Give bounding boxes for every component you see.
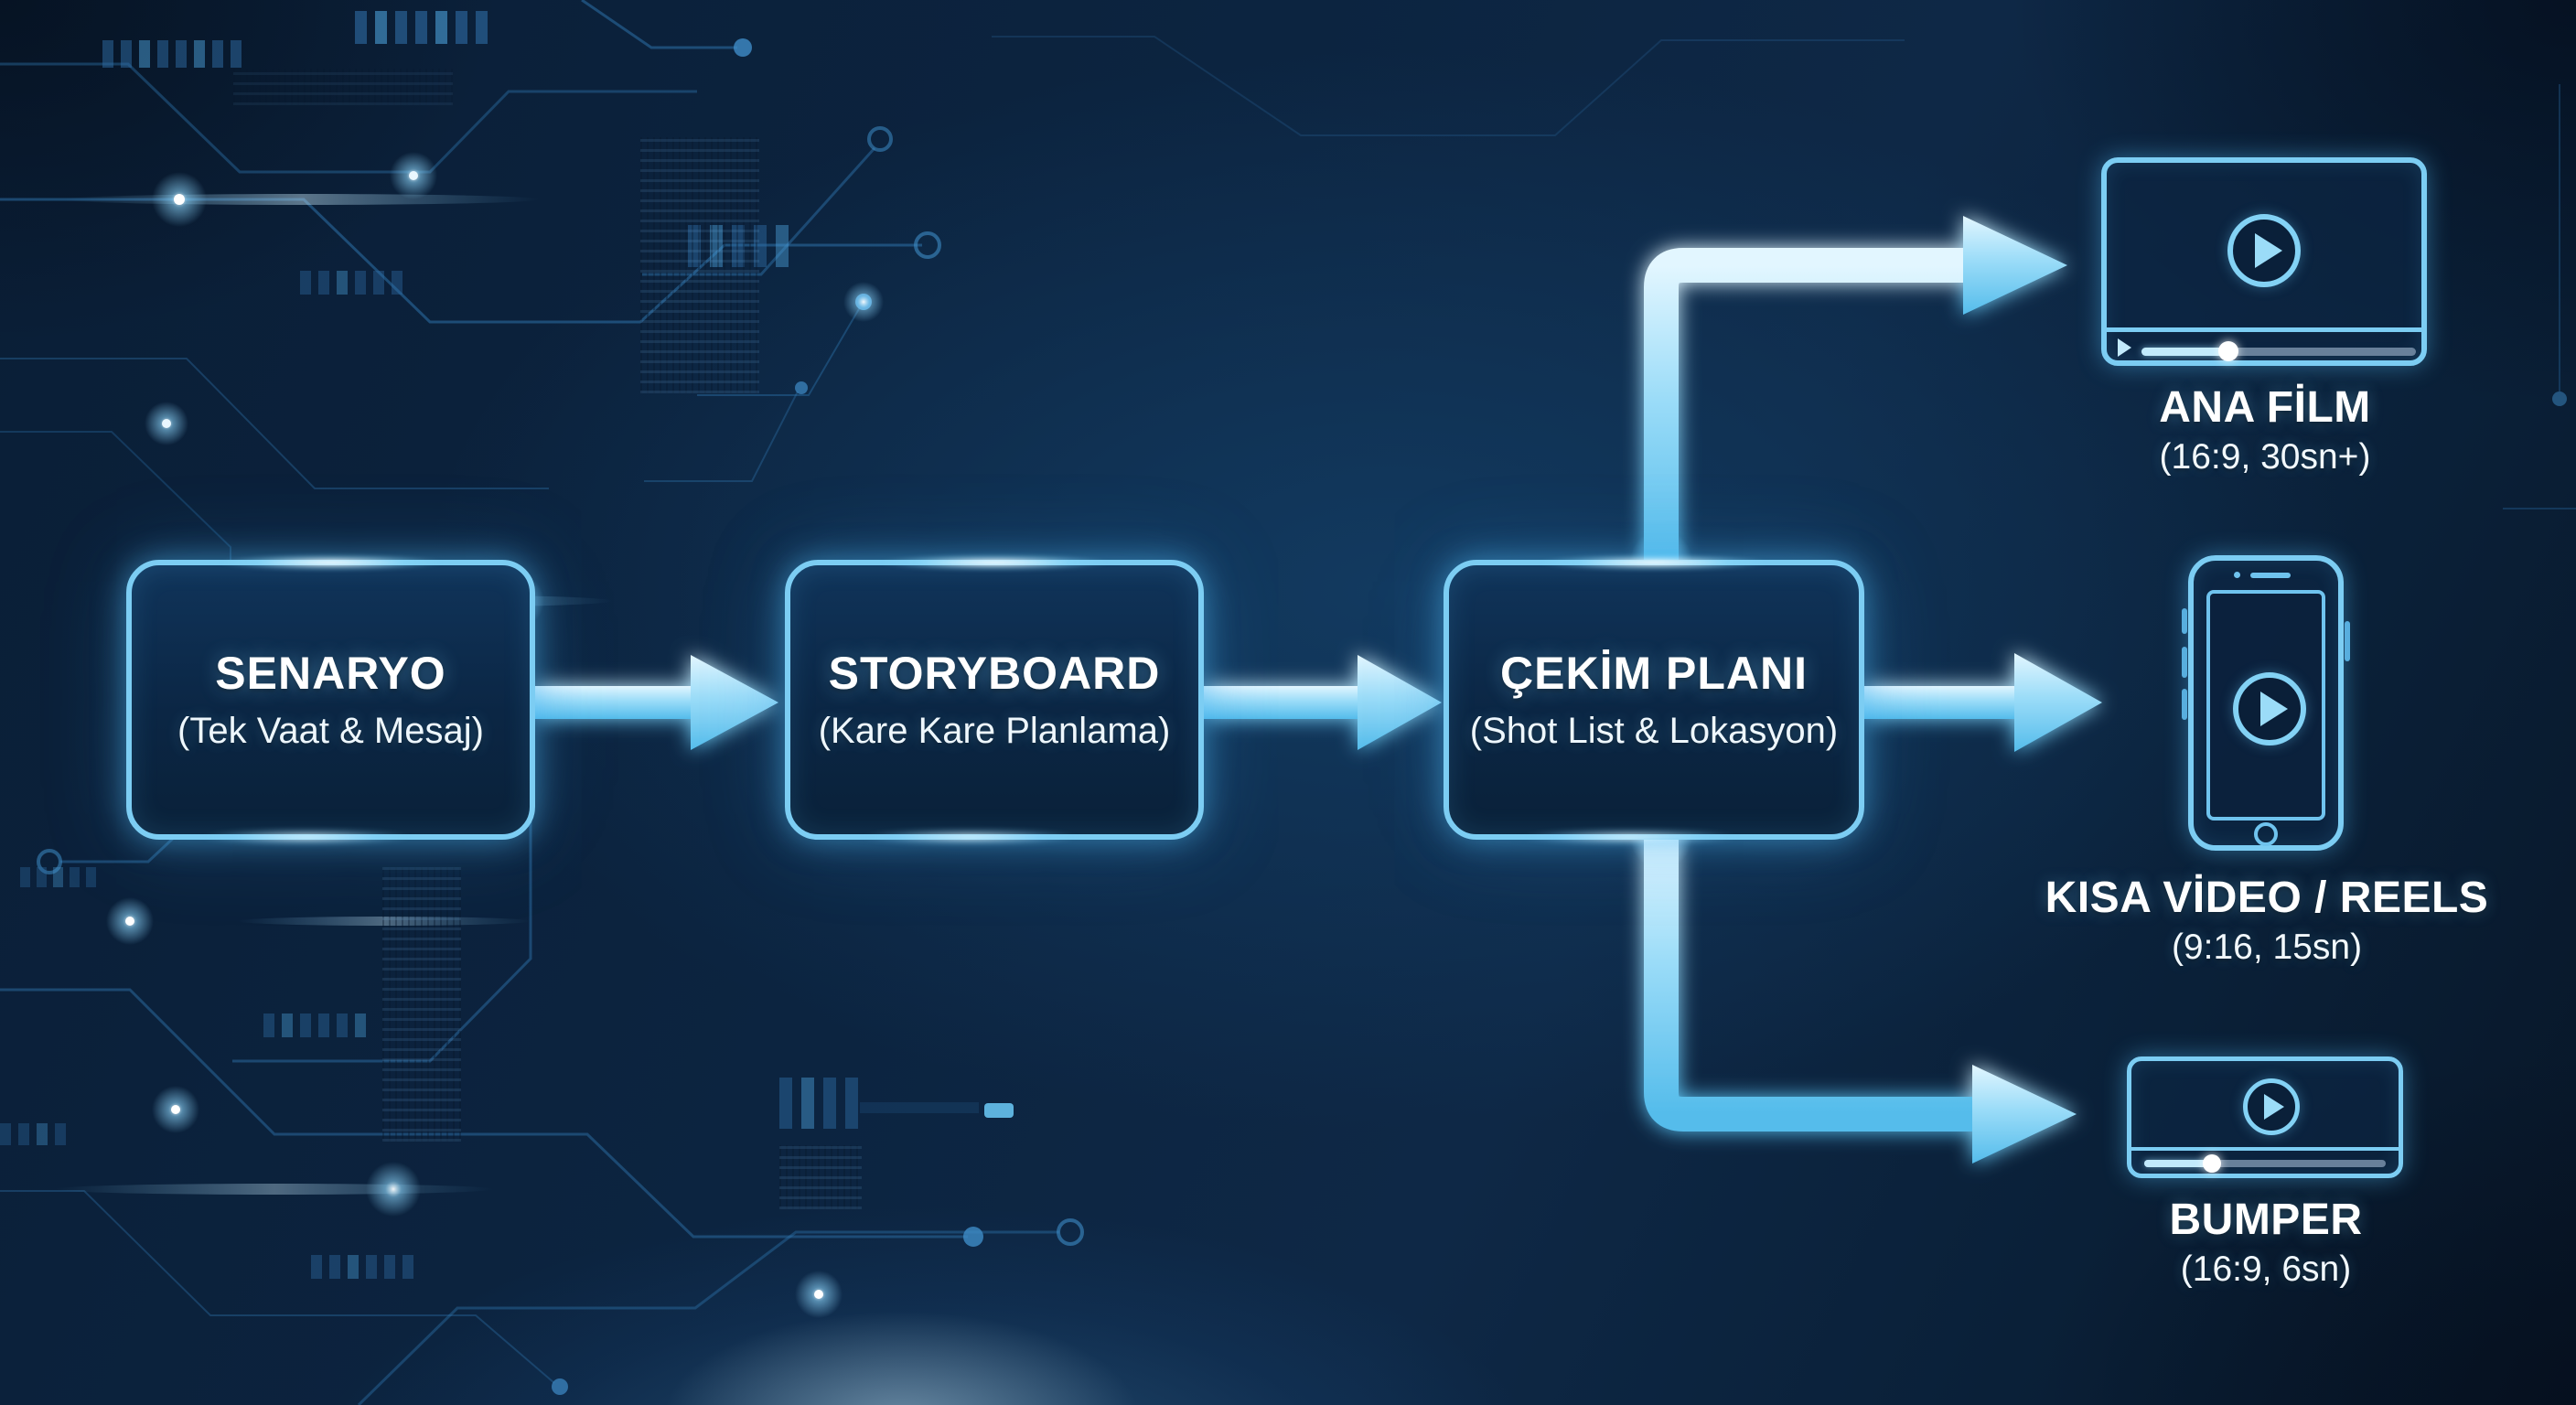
arrow-cekim-plani-to-ana-film [1644, 216, 2067, 563]
output-subtitle: (9:16, 15sn) [2171, 927, 2363, 967]
smartphone-icon [2182, 555, 2350, 851]
player-divider [2107, 327, 2421, 332]
play-button-icon [2233, 672, 2306, 745]
output-title: BUMPER [2169, 1196, 2363, 1244]
arrowhead-icon [691, 655, 778, 750]
play-triangle-icon [2260, 692, 2288, 726]
progress-knob [2218, 341, 2238, 361]
play-button-icon [2243, 1078, 2300, 1135]
progress-track [2144, 1160, 2386, 1167]
code-texture [640, 137, 759, 393]
progress-knob [2203, 1154, 2221, 1173]
progress-fill [2144, 1160, 2212, 1167]
play-triangle-icon [2255, 233, 2282, 268]
data-bar-blocks [0, 11, 1014, 1279]
mini-play-icon [2118, 338, 2131, 357]
play-triangle-icon [2264, 1094, 2284, 1120]
play-button-icon [2227, 214, 2301, 287]
video-player-small-icon [2127, 1056, 2403, 1178]
output-subtitle: (16:9, 6sn) [2180, 1249, 2352, 1289]
phone-home-button-icon [2254, 822, 2278, 846]
arrowhead-icon [1963, 216, 2067, 315]
video-player-icon [2101, 157, 2427, 366]
output-label-kisa-video: KISA VİDEO / REELS (9:16, 15sn) [1983, 874, 2550, 967]
arrow-cekim-plani-to-kisa-video [1864, 653, 2102, 752]
arrowhead-icon [1358, 655, 1442, 750]
output-label-bumper: BUMPER (16:9, 6sn) [1982, 1196, 2549, 1289]
stage-title: SENARYO [215, 647, 446, 699]
stage-box-cekim-plani: ÇEKİM PLANI (Shot List & Lokasyon) [1444, 560, 1864, 840]
code-texture [233, 69, 453, 105]
phone-side-button [2345, 621, 2350, 661]
output-title: ANA FİLM [2159, 383, 2371, 432]
stage-title: ÇEKİM PLANI [1500, 647, 1808, 699]
phone-side-button [2182, 689, 2187, 720]
phone-side-button [2182, 608, 2187, 634]
stage-box-storyboard: STORYBOARD (Kare Kare Planlama) [785, 560, 1204, 840]
arrowhead-icon [1972, 1065, 2077, 1164]
stage-box-senaryo: SENARYO (Tek Vaat & Mesaj) [126, 560, 535, 840]
stage-subtitle: (Tek Vaat & Mesaj) [177, 711, 484, 752]
code-texture [779, 1145, 862, 1209]
phone-screen [2206, 590, 2325, 820]
output-label-ana-film: ANA FİLM (16:9, 30sn+) [1981, 383, 2549, 477]
progress-fill [2141, 348, 2228, 356]
progress-track [2141, 348, 2416, 356]
output-title: KISA VİDEO / REELS [2045, 874, 2489, 922]
player-divider [2131, 1147, 2399, 1151]
stage-title: STORYBOARD [828, 647, 1161, 699]
output-subtitle: (16:9, 30sn+) [2159, 436, 2371, 477]
code-texture [382, 867, 461, 1142]
phone-side-button [2182, 647, 2187, 678]
arrowhead-icon [2014, 653, 2102, 752]
arrow-cekim-plani-to-bumper [1644, 836, 2077, 1164]
arrow-senaryo-to-storyboard [535, 655, 778, 750]
phone-camera-icon [2234, 572, 2240, 578]
phone-speaker-icon [2250, 573, 2291, 578]
arrow-storyboard-to-cekim-plani [1204, 655, 1442, 750]
stage-subtitle: (Shot List & Lokasyon) [1469, 711, 1839, 752]
stage-subtitle: (Kare Kare Planlama) [818, 711, 1171, 752]
